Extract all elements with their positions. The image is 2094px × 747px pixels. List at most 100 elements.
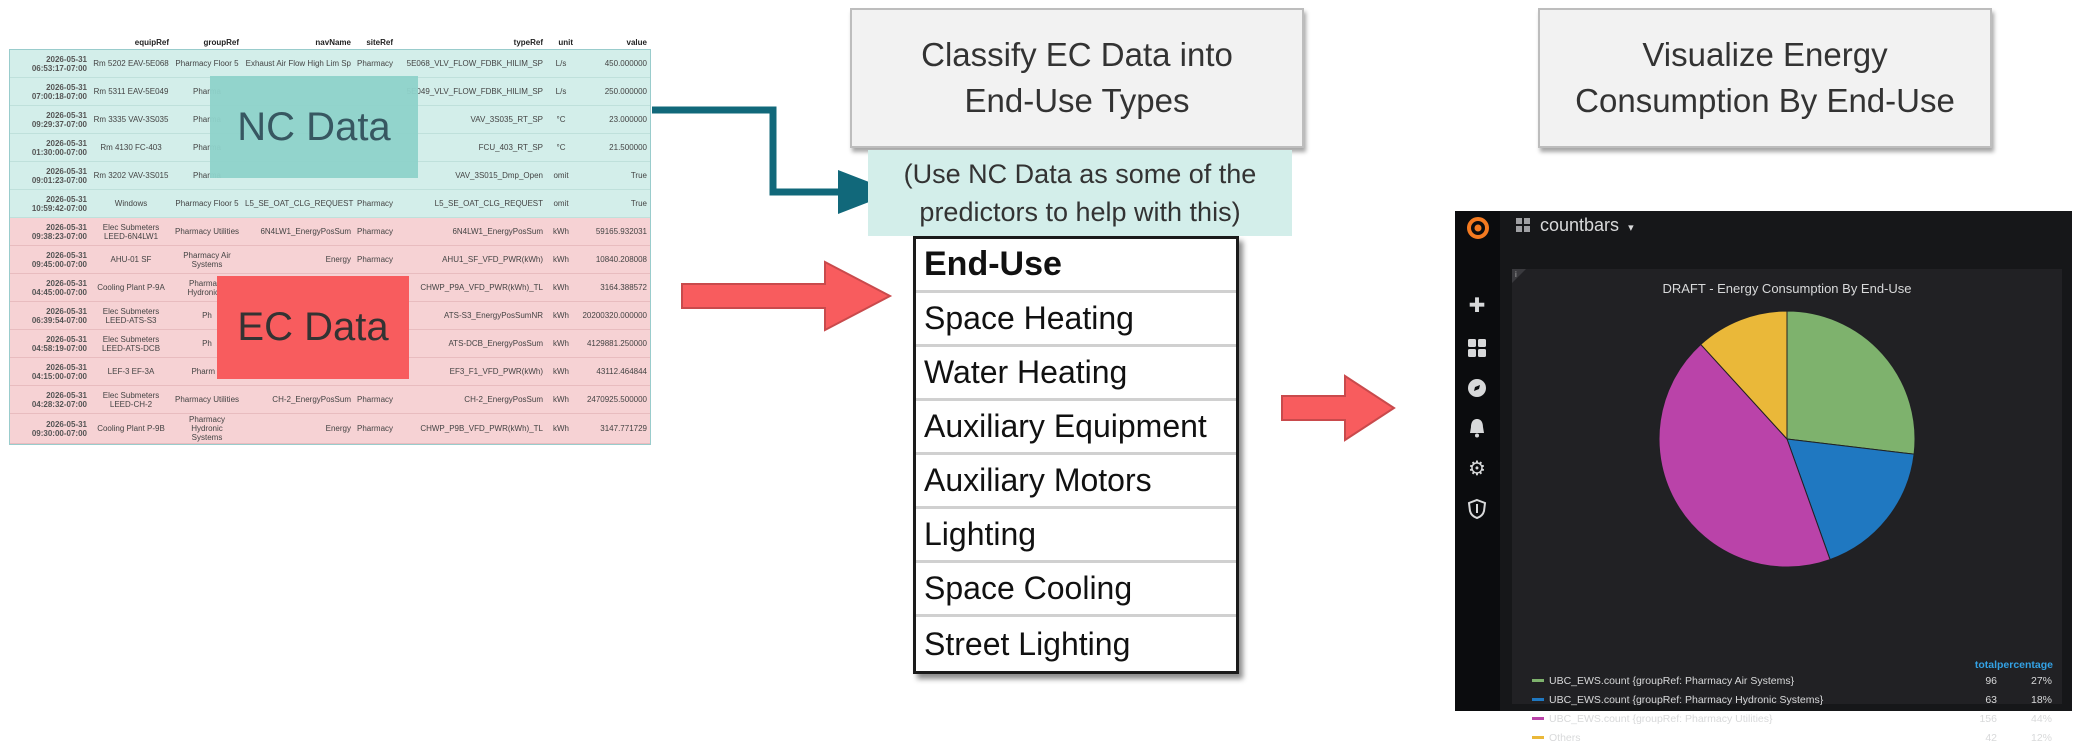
- column-header[interactable]: value: [576, 34, 650, 50]
- table-cell: kWh: [546, 301, 576, 330]
- column-header[interactable]: siteRef: [354, 34, 396, 50]
- column-header[interactable]: unit: [546, 34, 576, 50]
- table-cell: Elec Submeters LEED-ATS-S3: [90, 301, 172, 330]
- table-cell: 23.000000: [576, 105, 650, 134]
- legend-total-value: 42: [1985, 731, 1997, 744]
- alerting-bell-icon[interactable]: [1466, 417, 1488, 439]
- table-cell: 2026-05-31 04:58:19-07:00: [10, 329, 90, 358]
- table-cell: 2026-05-31 04:15:00-07:00: [10, 357, 90, 386]
- table-cell: CH-2_EnergyPosSum: [396, 385, 546, 414]
- legend-header: total percentage: [1532, 659, 2054, 671]
- table-cell: Elec Submeters LEED-6N4LW1: [90, 217, 172, 246]
- legend-percentage-value: 12%: [2030, 731, 2052, 744]
- table-cell: kWh: [546, 273, 576, 302]
- table-cell: 2026-05-31 04:45:00-07:00: [10, 273, 90, 302]
- table-cell: FCU_403_RT_SP: [396, 133, 546, 162]
- visualize-step-box: Visualize Energy Consumption By End-Use: [1538, 8, 1992, 148]
- legend-percentage-value: 18%: [2030, 693, 2052, 706]
- classify-line-1: Classify EC Data into: [921, 36, 1233, 73]
- column-header[interactable]: equipRef: [90, 34, 172, 50]
- column-header[interactable]: navName: [242, 34, 354, 50]
- column-header[interactable]: groupRef: [172, 34, 242, 50]
- end-use-item: Street Lighting: [924, 625, 1131, 662]
- plus-icon[interactable]: ✚: [1468, 295, 1486, 317]
- table-cell: omit: [546, 161, 576, 190]
- legend-header-percentage[interactable]: percentage: [1997, 659, 2054, 671]
- table-cell: AHU1_SF_VFD_PWR(kWh): [396, 245, 546, 274]
- grafana-logo-icon[interactable]: [1465, 215, 1491, 241]
- legend-total-value: 96: [1985, 674, 1997, 687]
- table-cell: CHWP_P9A_VFD_PWR(kWh)_TL: [396, 273, 546, 302]
- table-cell: 2026-05-31 07:00:18-07:00: [10, 77, 90, 106]
- legend-row[interactable]: UBC_EWS.count {groupRef: Pharmacy Hydron…: [1532, 690, 2052, 709]
- table-cell: 2026-05-31 09:30:00-07:00: [10, 413, 90, 444]
- legend-header-total[interactable]: total: [1974, 659, 1997, 671]
- table-cell: Pharmacy Utilities: [172, 217, 242, 246]
- table-cell: 2026-05-31 09:29:37-07:00: [10, 105, 90, 134]
- panel-title[interactable]: DRAFT - Energy Consumption By End-Use: [1662, 281, 1912, 296]
- table-cell: CH-2_EnergyPosSum: [242, 385, 354, 414]
- legend-row[interactable]: Others 42 12%: [1532, 728, 2052, 747]
- note-line-1: (Use NC Data as some of the: [903, 159, 1257, 189]
- column-header[interactable]: [10, 34, 90, 50]
- table-cell: Rm 4130 FC-403: [90, 133, 172, 162]
- table-cell: 2026-05-31 01:30:00-07:00: [10, 133, 90, 162]
- table-cell: ATS-DCB_EnergyPosSum: [396, 329, 546, 358]
- table-cell: True: [576, 189, 650, 218]
- pie-slice[interactable]: [1786, 438, 1915, 561]
- dashboard-grid-icon: [1516, 218, 1530, 232]
- end-use-item: Space Heating: [916, 293, 1236, 347]
- visualize-line-2: Consumption By End-Use: [1575, 82, 1955, 119]
- pie-slice[interactable]: [1786, 310, 1916, 455]
- column-header[interactable]: typeRef: [396, 34, 546, 50]
- pie-slice[interactable]: [1700, 310, 1788, 441]
- table-cell: Rm 3202 VAV-3S015: [90, 161, 172, 190]
- panel-info-corner[interactable]: [1512, 269, 1526, 283]
- table-cell: 59165.932031: [576, 217, 650, 246]
- teal-elbow-arrow: [652, 106, 895, 214]
- legend-series-name: Others: [1549, 731, 1581, 744]
- table-cell: VAV_3S015_Dmp_Open: [396, 161, 546, 190]
- table-cell: Pharmacy Air Systems: [172, 245, 242, 274]
- table-cell: 250.000000: [576, 77, 650, 106]
- table-cell: Pharmacy: [354, 385, 396, 414]
- caret-down-icon: ▾: [1628, 222, 1634, 234]
- table-cell: 2026-05-31 06:39:54-07:00: [10, 301, 90, 330]
- configuration-gear-icon[interactable]: ⚙: [1468, 458, 1486, 480]
- dashboard-title-dropdown[interactable]: countbars ▾: [1540, 215, 1634, 236]
- table-cell: kWh: [546, 329, 576, 358]
- table-cell: 450.000000: [576, 50, 650, 78]
- pie-slice[interactable]: [1658, 343, 1831, 568]
- table-cell: Pharmacy Utilities: [172, 385, 242, 414]
- dashboards-icon[interactable]: [1466, 337, 1488, 359]
- legend-row[interactable]: UBC_EWS.count {groupRef: Pharmacy Air Sy…: [1532, 671, 2052, 690]
- nc-data-label: NC Data: [210, 76, 418, 178]
- table-cell: kWh: [546, 245, 576, 274]
- pie-chart: [1658, 310, 1916, 568]
- shield-icon[interactable]: [1466, 498, 1488, 520]
- end-use-item: Auxiliary Equipment: [916, 401, 1236, 455]
- end-use-item: Water Heating: [916, 347, 1236, 401]
- table-cell: Pharmacy Floor 5: [172, 189, 242, 218]
- table-cell: kWh: [546, 413, 576, 444]
- table-cell: L/s: [546, 77, 576, 106]
- table-cell: Cooling Plant P-9B: [90, 413, 172, 444]
- dashboard-sidebar: ✚ ⚙: [1455, 211, 1500, 711]
- explore-compass-icon[interactable]: [1466, 377, 1488, 399]
- table-cell: Elec Submeters LEED-CH-2: [90, 385, 172, 414]
- red-arrow-to-enduse: [681, 260, 893, 332]
- table-cell: 2026-05-31 04:28:32-07:00: [10, 385, 90, 414]
- table-cell: 4129881.250000: [576, 329, 650, 358]
- table-cell: Pharmacy Floor 5: [172, 50, 242, 78]
- legend-row[interactable]: UBC_EWS.count {groupRef: Pharmacy Utilit…: [1532, 709, 2052, 728]
- table-cell: 21.500000: [576, 133, 650, 162]
- table-cell: True: [576, 161, 650, 190]
